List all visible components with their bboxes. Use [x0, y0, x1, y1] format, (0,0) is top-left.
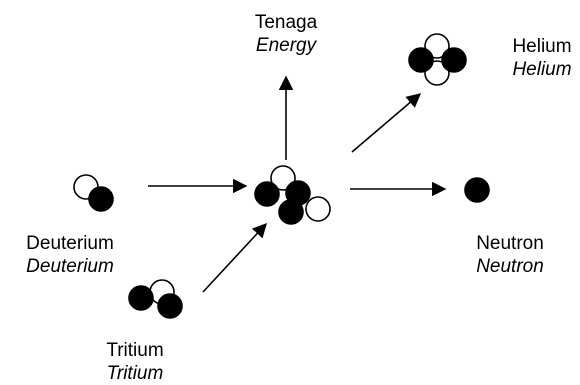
arrow-tritium-to-center	[202, 222, 267, 293]
deuterium-label-secondary: Deuterium	[26, 256, 114, 277]
deuterium-label: Deuterium Deuterium	[0, 232, 140, 278]
helium-neutron-left	[408, 47, 434, 73]
tritium-label-primary: Tritium	[106, 340, 164, 361]
tritium-label: Tritium Tritium	[80, 339, 190, 385]
neutron-label-secondary: Neutron	[476, 256, 544, 277]
energy-label: Tenaga Energy	[236, 11, 336, 57]
energy-label-primary: Tenaga	[254, 12, 318, 33]
helium-label-secondary: Helium	[512, 59, 572, 80]
neutron-label-primary: Neutron	[476, 233, 544, 254]
deuterium-neutron	[88, 186, 114, 212]
deuterium-nucleus	[73, 174, 114, 212]
energy-label-secondary: Energy	[255, 35, 317, 56]
neutron-label: Neutron Neutron	[450, 232, 570, 278]
compound-neutron-left	[254, 181, 280, 207]
helium-nucleus	[408, 33, 467, 86]
arrow-center-to-helium	[351, 93, 422, 153]
helium-proton-top	[424, 33, 450, 59]
free-neutron	[464, 177, 490, 203]
compound-neutron-bottom	[278, 199, 304, 225]
tritium-nucleus	[128, 279, 183, 319]
helium-neutron-right	[441, 47, 467, 73]
tritium-label-secondary: Tritium	[106, 363, 164, 384]
helium-label: Helium Helium	[492, 35, 580, 81]
tritium-neutron-left	[128, 285, 154, 311]
compound-nucleus	[254, 165, 331, 225]
free-neutron-particle	[464, 177, 490, 203]
tritium-neutron-right	[157, 293, 183, 319]
deuterium-label-primary: Deuterium	[26, 233, 114, 254]
compound-proton-right	[305, 196, 331, 222]
helium-label-primary: Helium	[512, 36, 572, 57]
